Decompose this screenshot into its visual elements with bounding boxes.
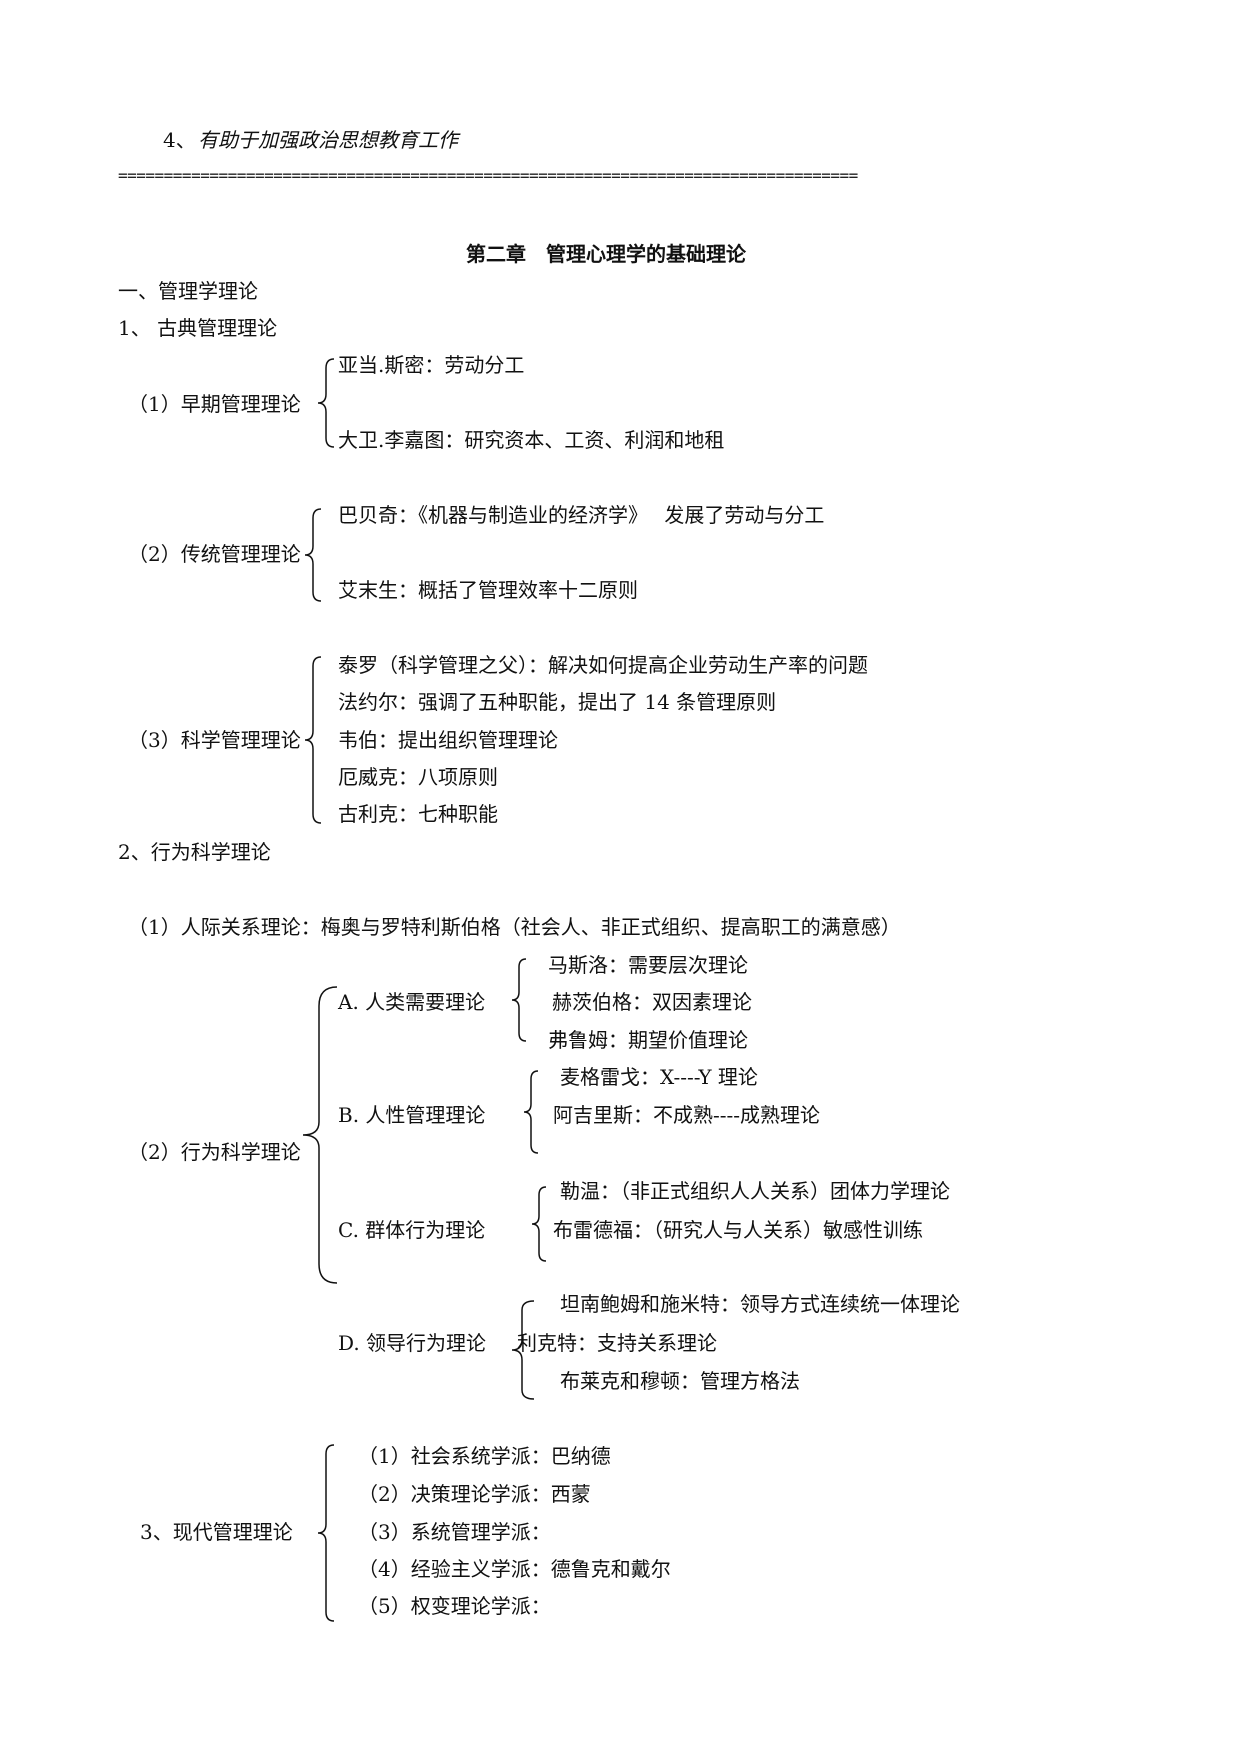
group-behavior-item: 布雷德福：（研究人与人关系）敏感性训练 <box>553 1218 923 1242</box>
scientific-theory-brace <box>304 656 322 824</box>
subsection-heading-classical: 1、 古典管理理论 <box>118 316 278 340</box>
leadership-item: 利克特：支持关系理论 <box>517 1331 717 1355</box>
early-theory-item: 大卫.李嘉图：研究资本、工资、利润和地租 <box>338 428 725 452</box>
scientific-theory-item: 厄威克：八项原则 <box>338 765 498 789</box>
group-behavior-brace <box>531 1186 547 1262</box>
leadership-theory-label: D. 领导行为理论 <box>338 1331 487 1355</box>
early-theory-item: 亚当.斯密：劳动分工 <box>338 353 525 377</box>
behavioral-science-brace <box>302 986 338 1284</box>
traditional-theory-brace <box>304 508 322 602</box>
modern-theory-brace <box>317 1444 335 1622</box>
human-nature-theory-label: B. 人性管理理论 <box>338 1103 486 1127</box>
early-theory-brace <box>317 358 335 448</box>
behavioral-science-label: （2）行为科学理论 <box>128 1140 301 1164</box>
traditional-theory-item: 艾末生：概括了管理效率十二原则 <box>338 578 638 602</box>
modern-theory-item: （2）决策理论学派：西蒙 <box>358 1482 591 1506</box>
modern-theory-label: 3、现代管理理论 <box>140 1520 293 1544</box>
human-nature-brace <box>523 1070 539 1154</box>
modern-theory-item: （5）权变理论学派： <box>358 1594 551 1618</box>
human-nature-item: 麦格雷戈：X----Y 理论 <box>560 1065 758 1089</box>
scientific-theory-label: （3）科学管理理论 <box>128 728 301 752</box>
traditional-theory-item: 巴贝奇：《机器与制造业的经济学》 发展了劳动与分工 <box>338 503 825 527</box>
modern-theory-item: （4）经验主义学派：德鲁克和戴尔 <box>358 1557 671 1581</box>
modern-theory-item: （1）社会系统学派：巴纳德 <box>358 1444 611 1468</box>
item-4-number: 4、 <box>163 128 196 152</box>
scientific-theory-item: 法约尔：强调了五种职能，提出了 14 条管理原则 <box>338 690 777 714</box>
early-theory-label: （1）早期管理理论 <box>128 392 301 416</box>
leadership-item: 布莱克和穆顿：管理方格法 <box>560 1369 800 1393</box>
human-relations-theory: （1）人际关系理论：梅奥与罗特利斯伯格（社会人、非正式组织、提高职工的满意感） <box>128 915 901 939</box>
leadership-item: 坦南鲍姆和施米特：领导方式连续统一体理论 <box>560 1292 960 1316</box>
chapter-title: 第二章 管理心理学的基础理论 <box>466 242 746 266</box>
human-nature-item: 阿吉里斯：不成熟----成熟理论 <box>553 1103 821 1127</box>
leadership-brace <box>511 1300 535 1400</box>
group-behavior-theory-label: C. 群体行为理论 <box>338 1218 486 1242</box>
group-behavior-item: 勒温：（非正式组织人人关系）团体力学理论 <box>560 1179 950 1203</box>
human-needs-item: 弗鲁姆：期望价值理论 <box>548 1028 748 1052</box>
separator-line: ========================================… <box>118 166 858 185</box>
item-4-text: 有助于加强政治思想教育工作 <box>198 128 458 152</box>
scientific-theory-item: 泰罗（科学管理之父）：解决如何提高企业劳动生产率的问题 <box>338 653 868 677</box>
scientific-theory-item: 韦伯：提出组织管理理论 <box>338 728 558 752</box>
traditional-theory-label: （2）传统管理理论 <box>128 542 301 566</box>
human-needs-item: 赫茨伯格：双因素理论 <box>552 990 752 1014</box>
modern-theory-item: （3）系统管理学派： <box>358 1520 551 1544</box>
subsection-heading-behavioral: 2、行为科学理论 <box>118 840 271 864</box>
human-needs-item: 马斯洛：需要层次理论 <box>548 953 748 977</box>
human-needs-brace <box>511 958 527 1042</box>
human-needs-theory-label: A. 人类需要理论 <box>338 990 486 1014</box>
scientific-theory-item: 古利克：七种职能 <box>338 802 498 826</box>
section-heading-management: 一、管理学理论 <box>118 279 258 303</box>
